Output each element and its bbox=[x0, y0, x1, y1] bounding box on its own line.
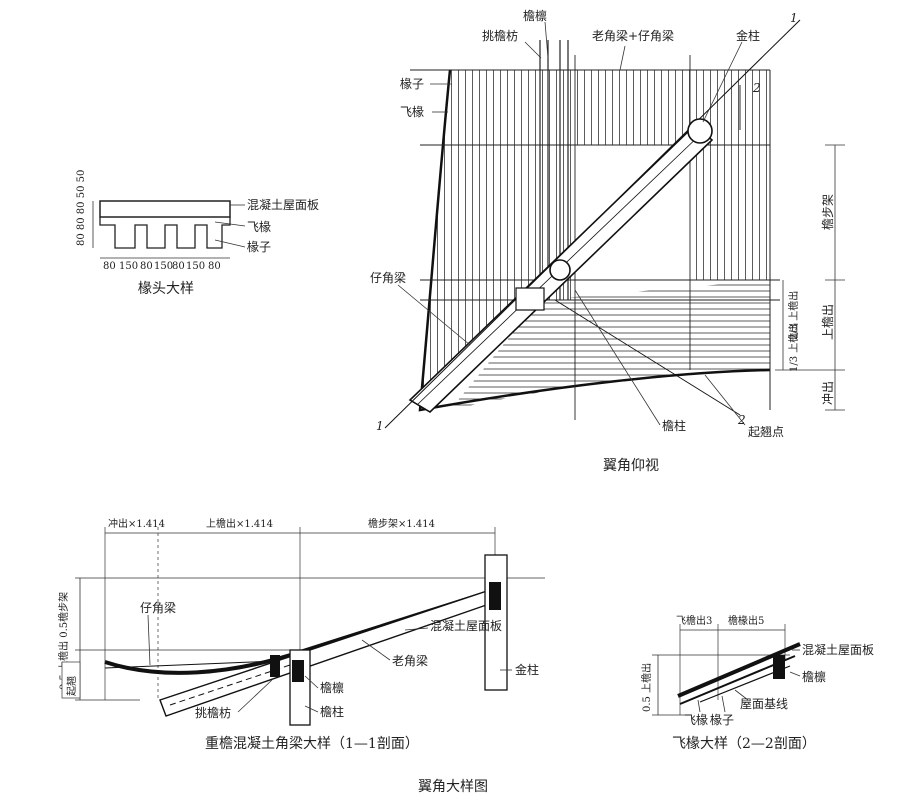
s1-label-eave-column: 檐柱 bbox=[320, 704, 344, 719]
plan-label-main-beam: 老角梁+仔角梁 bbox=[592, 28, 674, 43]
plan-label-gold-column: 金柱 bbox=[736, 28, 760, 43]
rafter-profile bbox=[99, 217, 231, 249]
s1-label-old-beam: 老角梁 bbox=[392, 653, 428, 668]
section-1-1: 冲出×1.414 上檐出×1.414 檐步架×1.414 0.5 上檐出 0.5… bbox=[57, 517, 545, 752]
plan-leader-purlin bbox=[544, 21, 549, 59]
s1-dim-left-lower: 起翘 bbox=[66, 676, 78, 696]
rafter-label-board: 混凝土屋面板 bbox=[247, 197, 319, 212]
plan-leader-beam bbox=[619, 45, 626, 71]
s1-leader-board bbox=[404, 627, 429, 631]
rafter-dim-vertical: 80 80 80 50 50 bbox=[76, 170, 87, 246]
rafter-dim-h-2: 80 bbox=[140, 261, 153, 272]
s2-leader-baseline bbox=[734, 689, 749, 701]
plan-leader-sub-beam bbox=[397, 284, 471, 346]
s1-sub-beam-line bbox=[104, 588, 496, 675]
plan-label-eave-purlin: 檐檩 bbox=[523, 8, 547, 23]
rafter-leader-rafter bbox=[214, 239, 246, 248]
s2-label-eave-purlin: 檐檩 bbox=[802, 669, 826, 684]
s2-dim-left: 0.5 上檐出 bbox=[640, 663, 653, 712]
s1-eave-tie-block bbox=[270, 655, 280, 677]
s1-leader-sub-beam bbox=[147, 614, 151, 666]
s2-leader-flying bbox=[697, 699, 701, 713]
s2-caption: 飞椽大样（2—2剖面） bbox=[672, 736, 816, 752]
s1-label-board: 混凝土屋面板 bbox=[430, 618, 502, 633]
plan-section-mark-1-bottom: 1 bbox=[376, 419, 384, 433]
plan-section-mark-2-bottom: 2 bbox=[737, 413, 746, 427]
wing-plan-view: 檐步架 上檐出 2/3 上檐出 1/3 上檐出 冲出 檐檩 挑檐枋 老角梁+仔角… bbox=[370, 8, 845, 474]
rafter-leader-flying bbox=[214, 221, 246, 227]
plan-dim-step: 檐步架 bbox=[821, 194, 835, 230]
plan-dim-chong: 冲出 bbox=[820, 381, 835, 405]
plan-leader-eave-col bbox=[574, 289, 661, 426]
plan-top-rafters bbox=[575, 70, 770, 145]
plan-label-rafter: 椽子 bbox=[400, 77, 424, 91]
s1-caption: 重檐混凝土角梁大样（1—1剖面） bbox=[205, 736, 419, 752]
plan-right-rafters bbox=[690, 145, 770, 280]
rafter-head-detail: 80 80 80 50 50 80 150 80 150 80 150 80 混… bbox=[76, 170, 319, 297]
plan-dim-one-third: 1/3 上檐出 bbox=[787, 323, 800, 372]
s2-dim-flying: 飞檐出3 bbox=[676, 614, 712, 627]
s2-leader-rafter bbox=[721, 695, 726, 713]
plan-section-line-1 bbox=[384, 19, 801, 429]
plan-label-start-point: 起翘点 bbox=[748, 425, 784, 439]
plan-label-eave-tie: 挑檐枋 bbox=[482, 28, 518, 43]
plan-section-mark-2-top: 2 bbox=[752, 81, 761, 95]
section-2-2: 飞檐出3 檐椽出5 0.5 上檐出 混凝土屋面板 檐檩 屋面基线 椽子 飞椽 飞… bbox=[640, 614, 874, 752]
plan-section-mark-1-top: 1 bbox=[790, 11, 798, 25]
s1-label-eave-purlin: 檐檩 bbox=[320, 680, 344, 695]
plan-gold-column bbox=[687, 118, 713, 144]
s1-label-gold-column: 金柱 bbox=[515, 662, 539, 677]
s2-label-board: 混凝土屋面板 bbox=[802, 642, 874, 657]
plan-dim-two-thirds: 2/3 上檐出 bbox=[787, 291, 800, 340]
plan-section-line-2b bbox=[554, 299, 741, 416]
s1-leader-column bbox=[304, 705, 319, 713]
s2-board bbox=[677, 642, 801, 698]
rafter-dim-h-6: 80 bbox=[208, 261, 221, 272]
plan-label-flying: 飞椽 bbox=[400, 105, 424, 119]
s2-dim-rafter: 檐椽出5 bbox=[728, 614, 764, 627]
rafter-dim-h-5: 150 bbox=[186, 261, 205, 272]
plan-label-eave-column: 檐柱 bbox=[662, 418, 686, 433]
s1-old-beam bbox=[159, 589, 496, 717]
s1-dim-overhang: 上檐出×1.414 bbox=[206, 517, 273, 530]
s1-dim-left-box bbox=[61, 661, 81, 699]
rafter-label-rafter: 椽子 bbox=[247, 240, 271, 254]
rafter-dim-h-0: 80 bbox=[103, 261, 116, 272]
s2-label-flying: 飞椽 bbox=[684, 713, 708, 727]
plan-sub-beam-block bbox=[515, 287, 545, 311]
s1-gold-column-block bbox=[489, 582, 501, 610]
plan-leader-gold bbox=[702, 41, 743, 123]
s2-leader-purlin bbox=[789, 671, 801, 677]
rafter-dim-h-3: 150 bbox=[154, 261, 173, 272]
plan-leader-tie bbox=[524, 41, 542, 59]
s2-purlin-block bbox=[773, 655, 785, 679]
s1-leader-tie bbox=[237, 679, 273, 713]
rafter-dim-h-4: 80 bbox=[172, 261, 185, 272]
s1-dim-chong: 冲出×1.414 bbox=[108, 517, 165, 530]
s1-leader-old-beam bbox=[361, 639, 391, 661]
plan-eave-column bbox=[549, 259, 571, 281]
rafter-caption: 椽头大样 bbox=[138, 281, 194, 297]
s2-label-rafter: 椽子 bbox=[710, 713, 734, 727]
figure-caption: 翼角大样图 bbox=[418, 779, 488, 795]
s1-leader-purlin bbox=[304, 675, 319, 689]
s1-label-eave-tie: 挑檐枋 bbox=[195, 705, 231, 720]
plan-caption: 翼角仰视 bbox=[603, 458, 659, 474]
s1-dim-step: 檐步架×1.414 bbox=[368, 517, 435, 530]
s1-label-sub-beam: 仔角梁 bbox=[140, 600, 176, 615]
plan-dim-overhang: 上檐出 bbox=[821, 304, 835, 340]
rafter-board-outline bbox=[99, 200, 231, 218]
plan-label-sub-beam: 仔角梁 bbox=[370, 270, 406, 285]
plan-leader-start bbox=[704, 374, 746, 426]
s1-eave-purlin-block bbox=[292, 660, 304, 682]
s2-label-baseline: 屋面基线 bbox=[740, 697, 788, 711]
rafter-dim-h-1: 150 bbox=[119, 261, 138, 272]
rafter-label-flying: 飞椽 bbox=[247, 220, 271, 234]
